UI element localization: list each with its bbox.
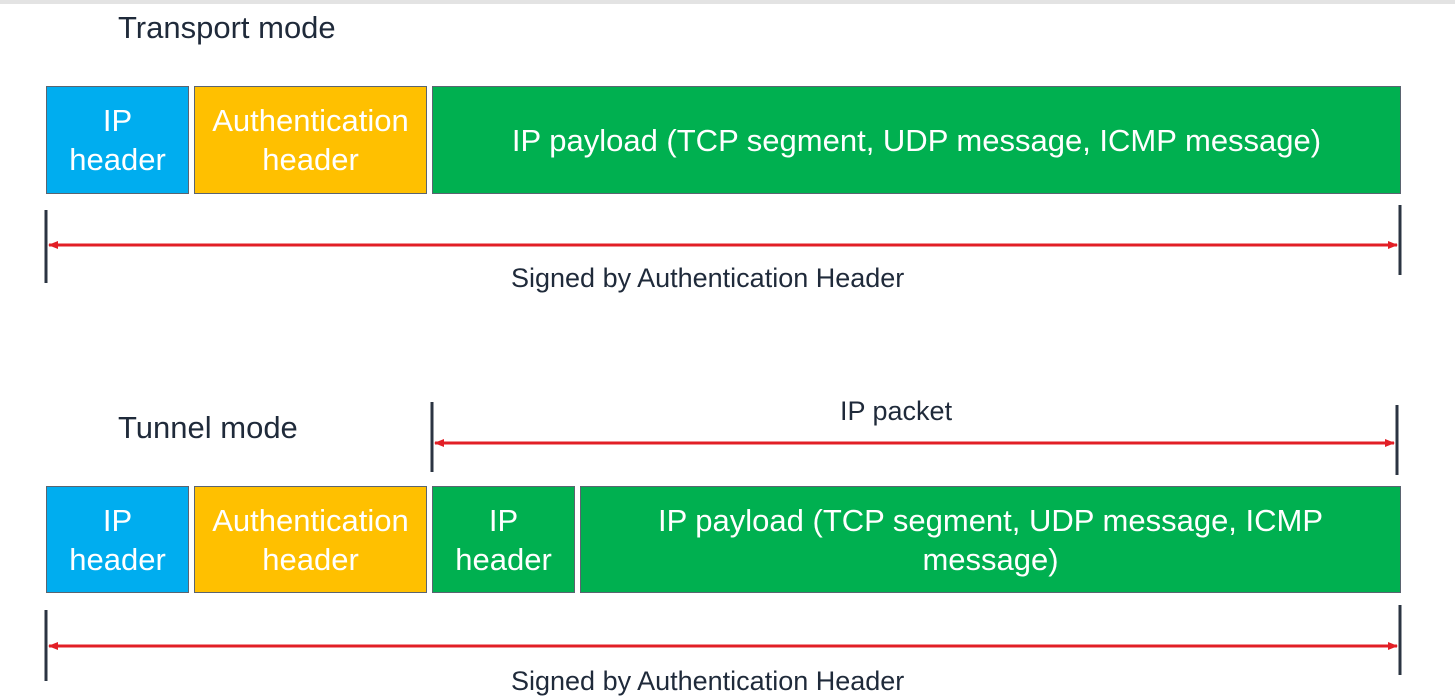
top-divider	[0, 0, 1455, 4]
transport-payload-box: IP payload (TCP segment, UDP message, IC…	[432, 86, 1401, 194]
tunnel-mode-title: Tunnel mode	[118, 410, 298, 445]
transport-signed-span-arrow	[44, 205, 1402, 283]
tunnel-payload-box: IP payload (TCP segment, UDP message, IC…	[580, 486, 1401, 593]
tunnel-outer-ip-header-box: IP header	[46, 486, 189, 593]
tunnel-inner-ip-header-box: IP header	[432, 486, 575, 593]
tunnel-signed-label: Signed by Authentication Header	[511, 666, 905, 696]
tunnel-signed-span-arrow	[44, 605, 1402, 681]
transport-mode-title: Transport mode	[118, 10, 336, 45]
tunnel-auth-header-box: Authentication header	[194, 486, 427, 593]
tunnel-ip-packet-span-arrow	[430, 402, 1399, 475]
transport-signed-label: Signed by Authentication Header	[511, 263, 905, 293]
transport-ip-header-box: IP header	[46, 86, 189, 194]
transport-auth-header-box: Authentication header	[194, 86, 427, 194]
tunnel-ip-packet-label: IP packet	[840, 396, 953, 426]
